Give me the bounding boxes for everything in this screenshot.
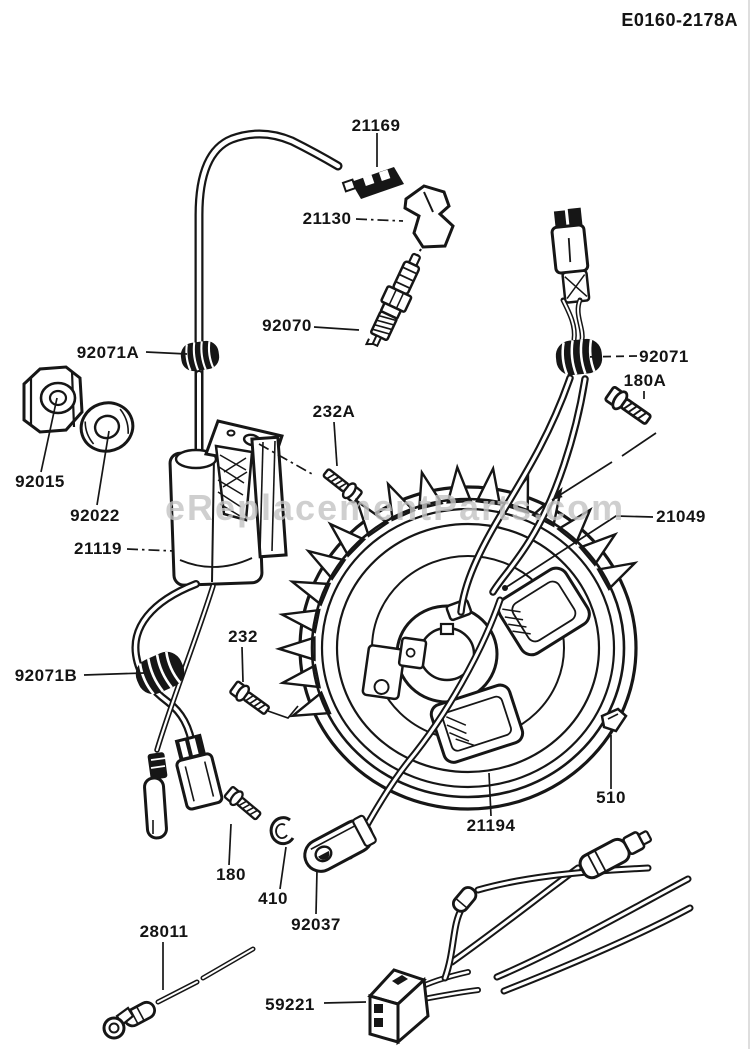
spark-plug-cap-21130-drawing	[403, 184, 455, 263]
leader-lines	[40, 133, 657, 1004]
breaker-assembly-drawing	[361, 636, 428, 701]
terminal-21169-drawing	[341, 167, 404, 199]
part-label-410[interactable]: 410	[258, 889, 288, 908]
harness-block-connector-drawing	[367, 968, 430, 1046]
stator-lead-connector-drawing	[550, 207, 591, 304]
flywheel-fin	[354, 498, 390, 538]
leader-line-410	[279, 846, 287, 890]
drawing-code: E0160-2178A	[621, 10, 738, 30]
nut-92015-drawing	[22, 365, 84, 434]
part-label-21194[interactable]: 21194	[466, 816, 516, 835]
leader-line-232A	[258, 443, 313, 475]
flywheel-fin	[278, 608, 321, 634]
leader-line-232	[241, 646, 244, 683]
part-label-92070[interactable]: 92070	[262, 316, 312, 335]
part-label-180[interactable]: 180	[216, 865, 246, 884]
exciter-coil-drawing	[496, 566, 591, 657]
flywheel-fin	[446, 463, 473, 504]
lead-probe-terminal-drawing	[143, 752, 168, 840]
flywheel-fin	[475, 464, 502, 506]
part-label-92071B[interactable]: 92071B	[14, 666, 78, 685]
leader-line-21130	[355, 218, 404, 222]
part-label-180A[interactable]: 180A	[623, 371, 667, 390]
grommet-92071a-drawing	[178, 338, 222, 374]
part-label-510[interactable]: 510	[596, 788, 626, 807]
washer-92022-drawing	[79, 401, 135, 453]
bolt-232-pointer-line	[267, 705, 299, 719]
part-label-21169[interactable]: 21169	[351, 116, 401, 135]
clip-410-drawing	[269, 816, 295, 846]
leader-line-21119	[126, 548, 175, 552]
ignition-coil-21119-drawing	[168, 370, 288, 587]
spark-plug-92070-drawing	[364, 252, 421, 348]
part-label-232[interactable]: 232	[228, 627, 258, 646]
part-label-92015[interactable]: 92015	[15, 472, 65, 491]
lead-connector-drawing	[174, 733, 224, 811]
leader-line-180A	[621, 432, 657, 457]
flywheel-fin	[578, 531, 619, 567]
key-510-drawing	[600, 707, 628, 733]
bolt-180a-drawing	[602, 383, 656, 430]
leader-line-92071A	[145, 351, 188, 355]
leader-line-232A	[333, 421, 338, 467]
leader-line-92037	[315, 869, 318, 915]
flywheel-21194-drawing	[274, 463, 639, 811]
leader-line-180	[228, 823, 232, 866]
part-label-92071A[interactable]: 92071A	[76, 343, 140, 362]
leader-line-92070	[313, 326, 360, 331]
flywheel-fin	[417, 468, 444, 511]
page-right-edge	[748, 0, 750, 1049]
part-label-21130[interactable]: 21130	[302, 209, 352, 228]
part-label-59221[interactable]: 59221	[265, 995, 315, 1014]
part-label-232A[interactable]: 232A	[312, 402, 356, 421]
leader-line-92015	[40, 397, 58, 473]
bolt-232a-drawing	[319, 464, 365, 506]
leader-line-180A	[551, 461, 613, 501]
harness-59221-drawing	[367, 830, 694, 1046]
spark-plug-wire-drawing	[194, 129, 343, 457]
flywheel-fin	[305, 549, 347, 581]
stator-coil-drawing	[429, 683, 525, 764]
flywheel-fin	[278, 663, 322, 689]
leader-line-21194	[488, 772, 492, 817]
leader-line-92071B	[83, 672, 145, 676]
leader-line-21049	[504, 515, 654, 589]
bolt-232-drawing	[227, 678, 274, 719]
lead-wire-28011-drawing	[102, 946, 256, 1040]
part-label-92071[interactable]: 92071	[639, 347, 689, 366]
part-label-28011[interactable]: 28011	[139, 922, 189, 941]
leader-line-59221	[323, 1001, 367, 1004]
harness-plug-connector-drawing	[578, 830, 653, 880]
leader-line-92022	[96, 430, 110, 506]
flywheel-fin	[274, 635, 316, 662]
bolt-180-drawing	[222, 784, 265, 824]
flywheel-fin	[556, 506, 593, 546]
part-label-21119[interactable]: 21119	[74, 539, 122, 558]
part-label-92037[interactable]: 92037	[291, 915, 341, 934]
clamp-92037-drawing	[303, 814, 377, 873]
leader-line-92071	[583, 355, 638, 358]
part-label-21049[interactable]: 21049	[656, 507, 706, 526]
flywheel-fin	[327, 521, 367, 558]
part-label-92022[interactable]: 92022	[70, 506, 120, 525]
